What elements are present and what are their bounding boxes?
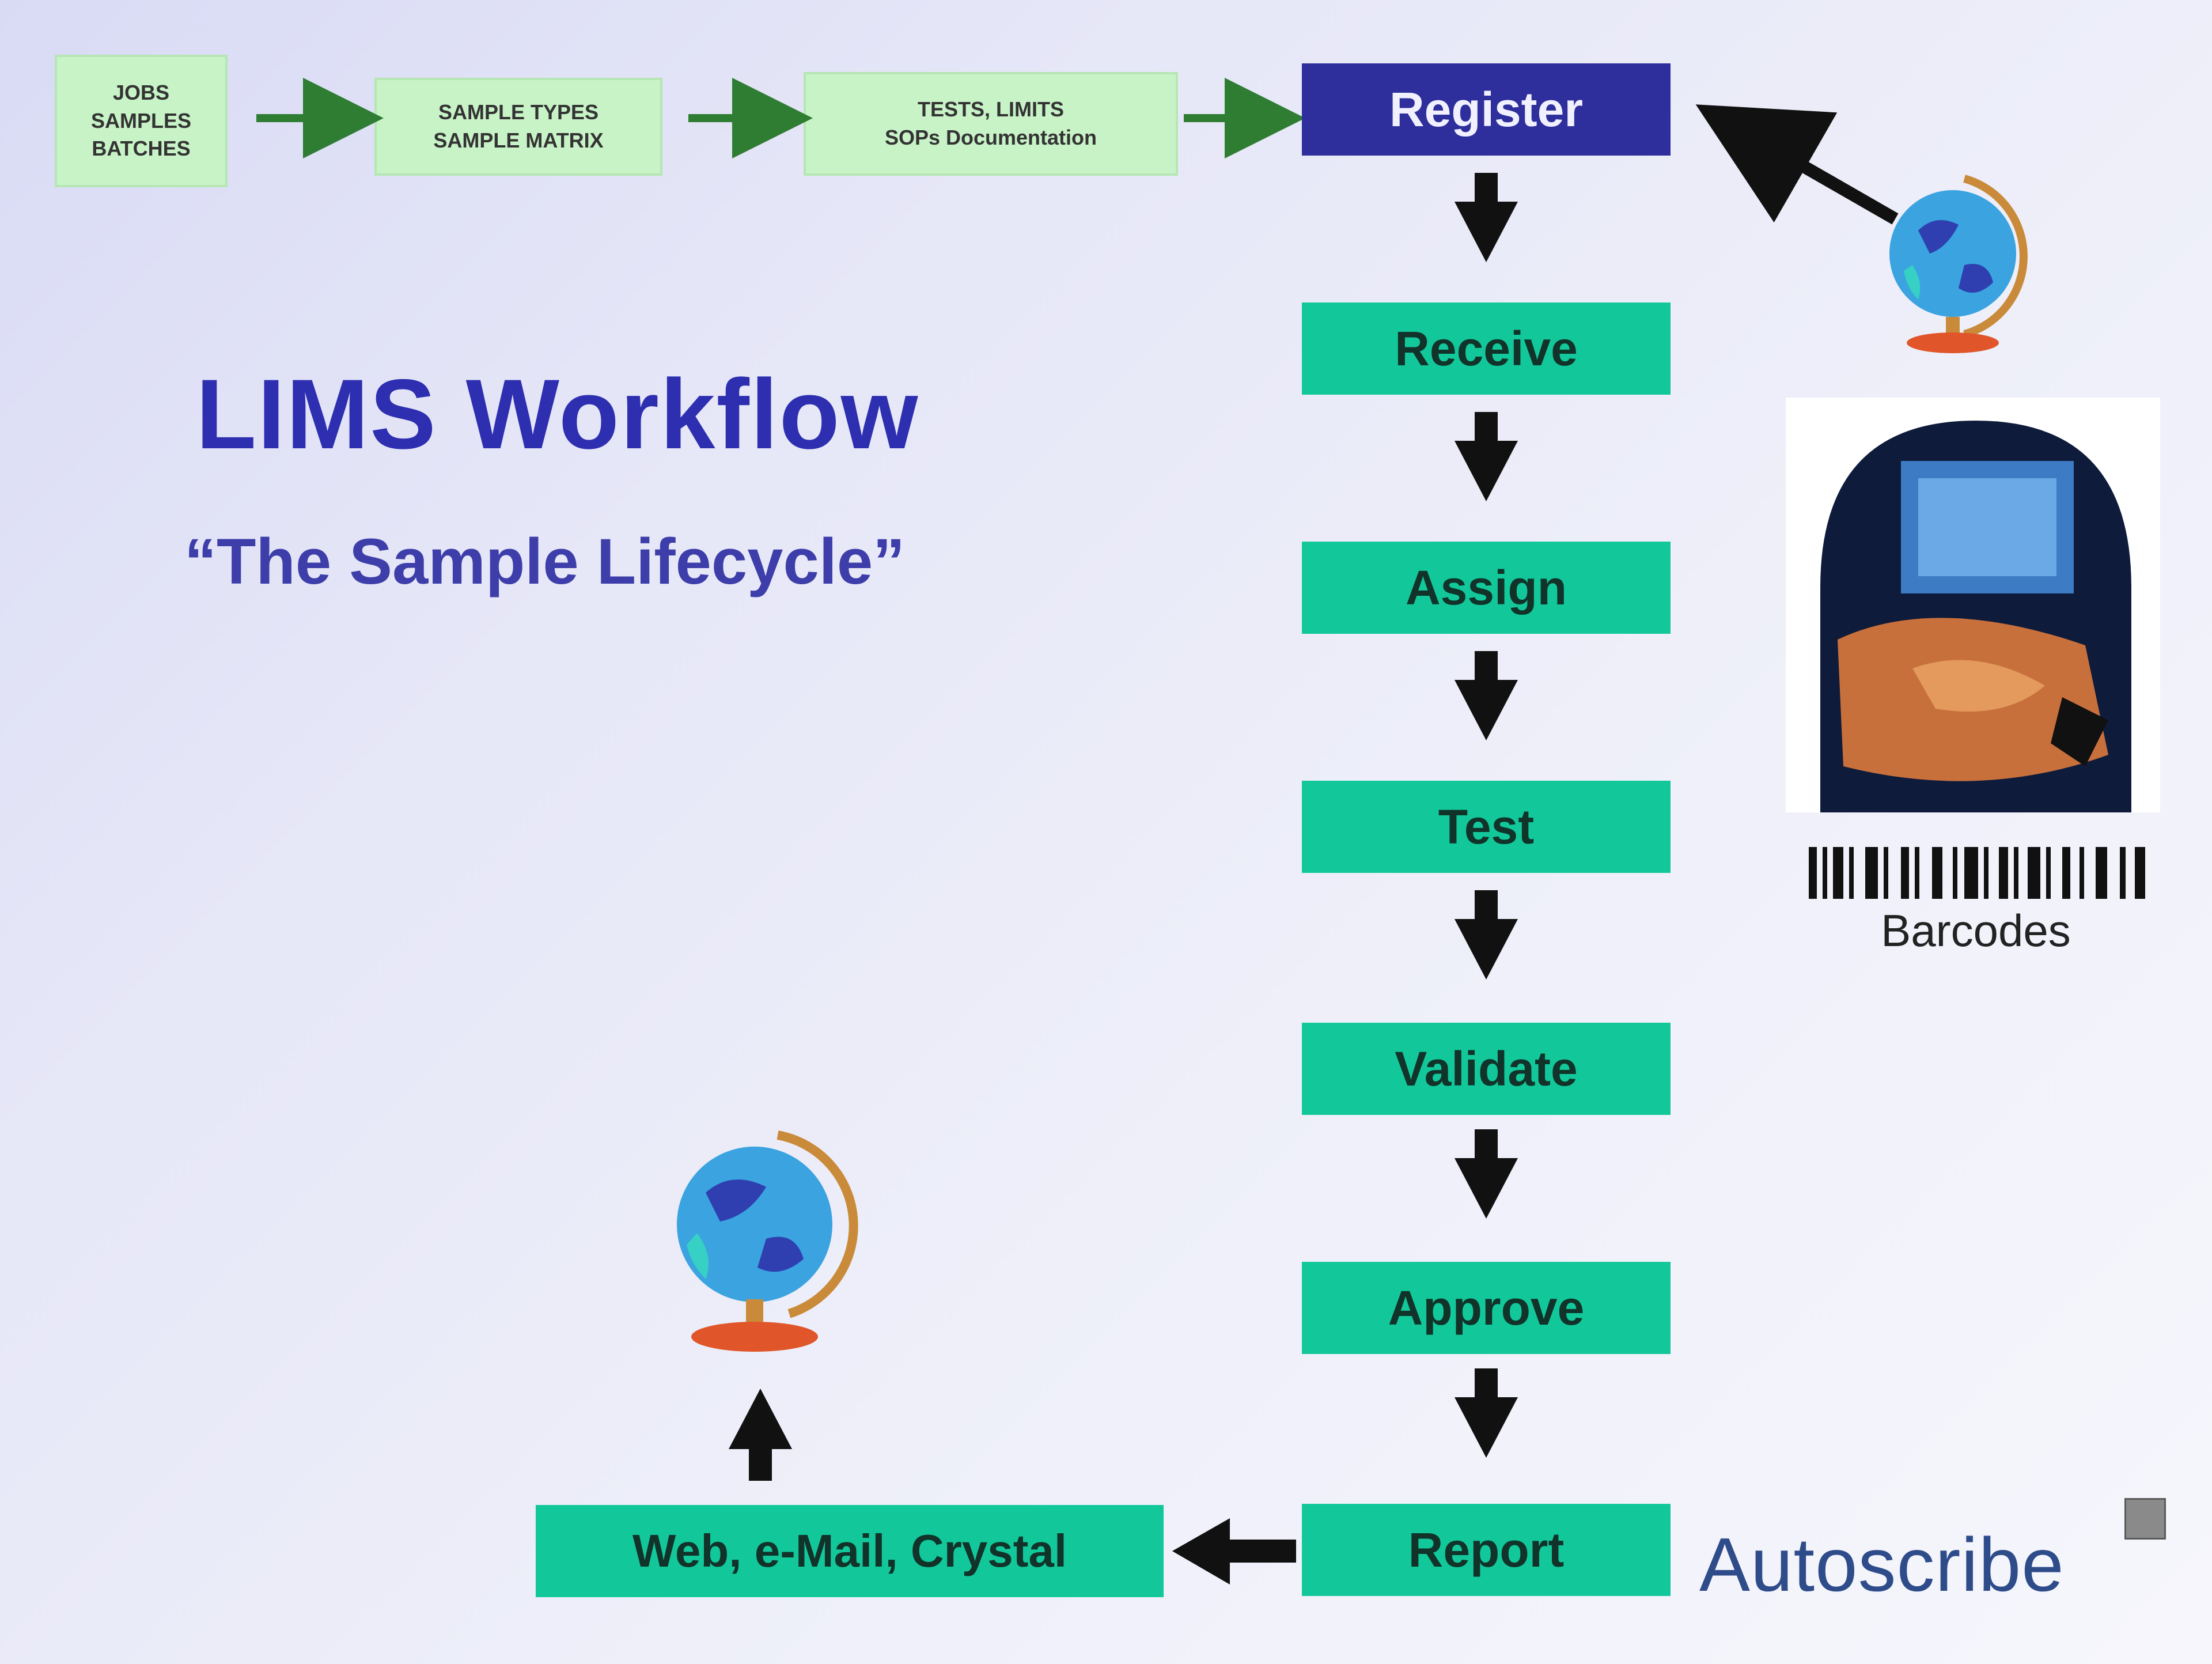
arrow-down-icon bbox=[1455, 412, 1518, 501]
step-receive: Receive bbox=[1302, 302, 1671, 395]
arrow-left-icon bbox=[1695, 104, 1899, 225]
arrow-down-icon bbox=[1455, 651, 1518, 740]
step-test: Test bbox=[1302, 781, 1671, 873]
arrow-up-icon bbox=[729, 1389, 792, 1481]
globe-icon bbox=[1889, 175, 2028, 353]
arrow-down-icon bbox=[1455, 1129, 1518, 1219]
arrow-down-icon bbox=[1455, 173, 1518, 262]
arrow-down-icon bbox=[1455, 890, 1518, 980]
barcode-icon bbox=[1809, 847, 2145, 899]
step-approve: Approve bbox=[1302, 1262, 1671, 1354]
step-report: Report bbox=[1302, 1504, 1671, 1596]
output-web-email-crystal: Web, e-Mail, Crystal bbox=[536, 1505, 1164, 1597]
autoscribe-logo: Autoscribe bbox=[1699, 1522, 2065, 1607]
logo-mark-icon bbox=[2124, 1498, 2166, 1540]
page-title: LIMS Workflow bbox=[196, 359, 919, 470]
step-validate: Validate bbox=[1302, 1023, 1671, 1115]
pre-step-tests: TESTS, LIMITS SOPs Documentation bbox=[804, 72, 1178, 176]
barcode-label: Barcodes bbox=[1881, 905, 2071, 956]
arrow-left-icon bbox=[1172, 1518, 1296, 1584]
operator-photo bbox=[1820, 421, 2131, 812]
page-subtitle: “The Sample Lifecycle” bbox=[184, 525, 906, 597]
pre-step-jobs: JOBS SAMPLES BATCHES bbox=[55, 55, 228, 187]
arrow-down-icon bbox=[1455, 1368, 1518, 1458]
pre-step-sample-types: SAMPLE TYPES SAMPLE MATRIX bbox=[374, 78, 662, 176]
photo-card bbox=[1786, 398, 2160, 812]
globe-icon bbox=[677, 1130, 858, 1352]
register-step: Register bbox=[1302, 63, 1671, 156]
step-assign: Assign bbox=[1302, 542, 1671, 634]
